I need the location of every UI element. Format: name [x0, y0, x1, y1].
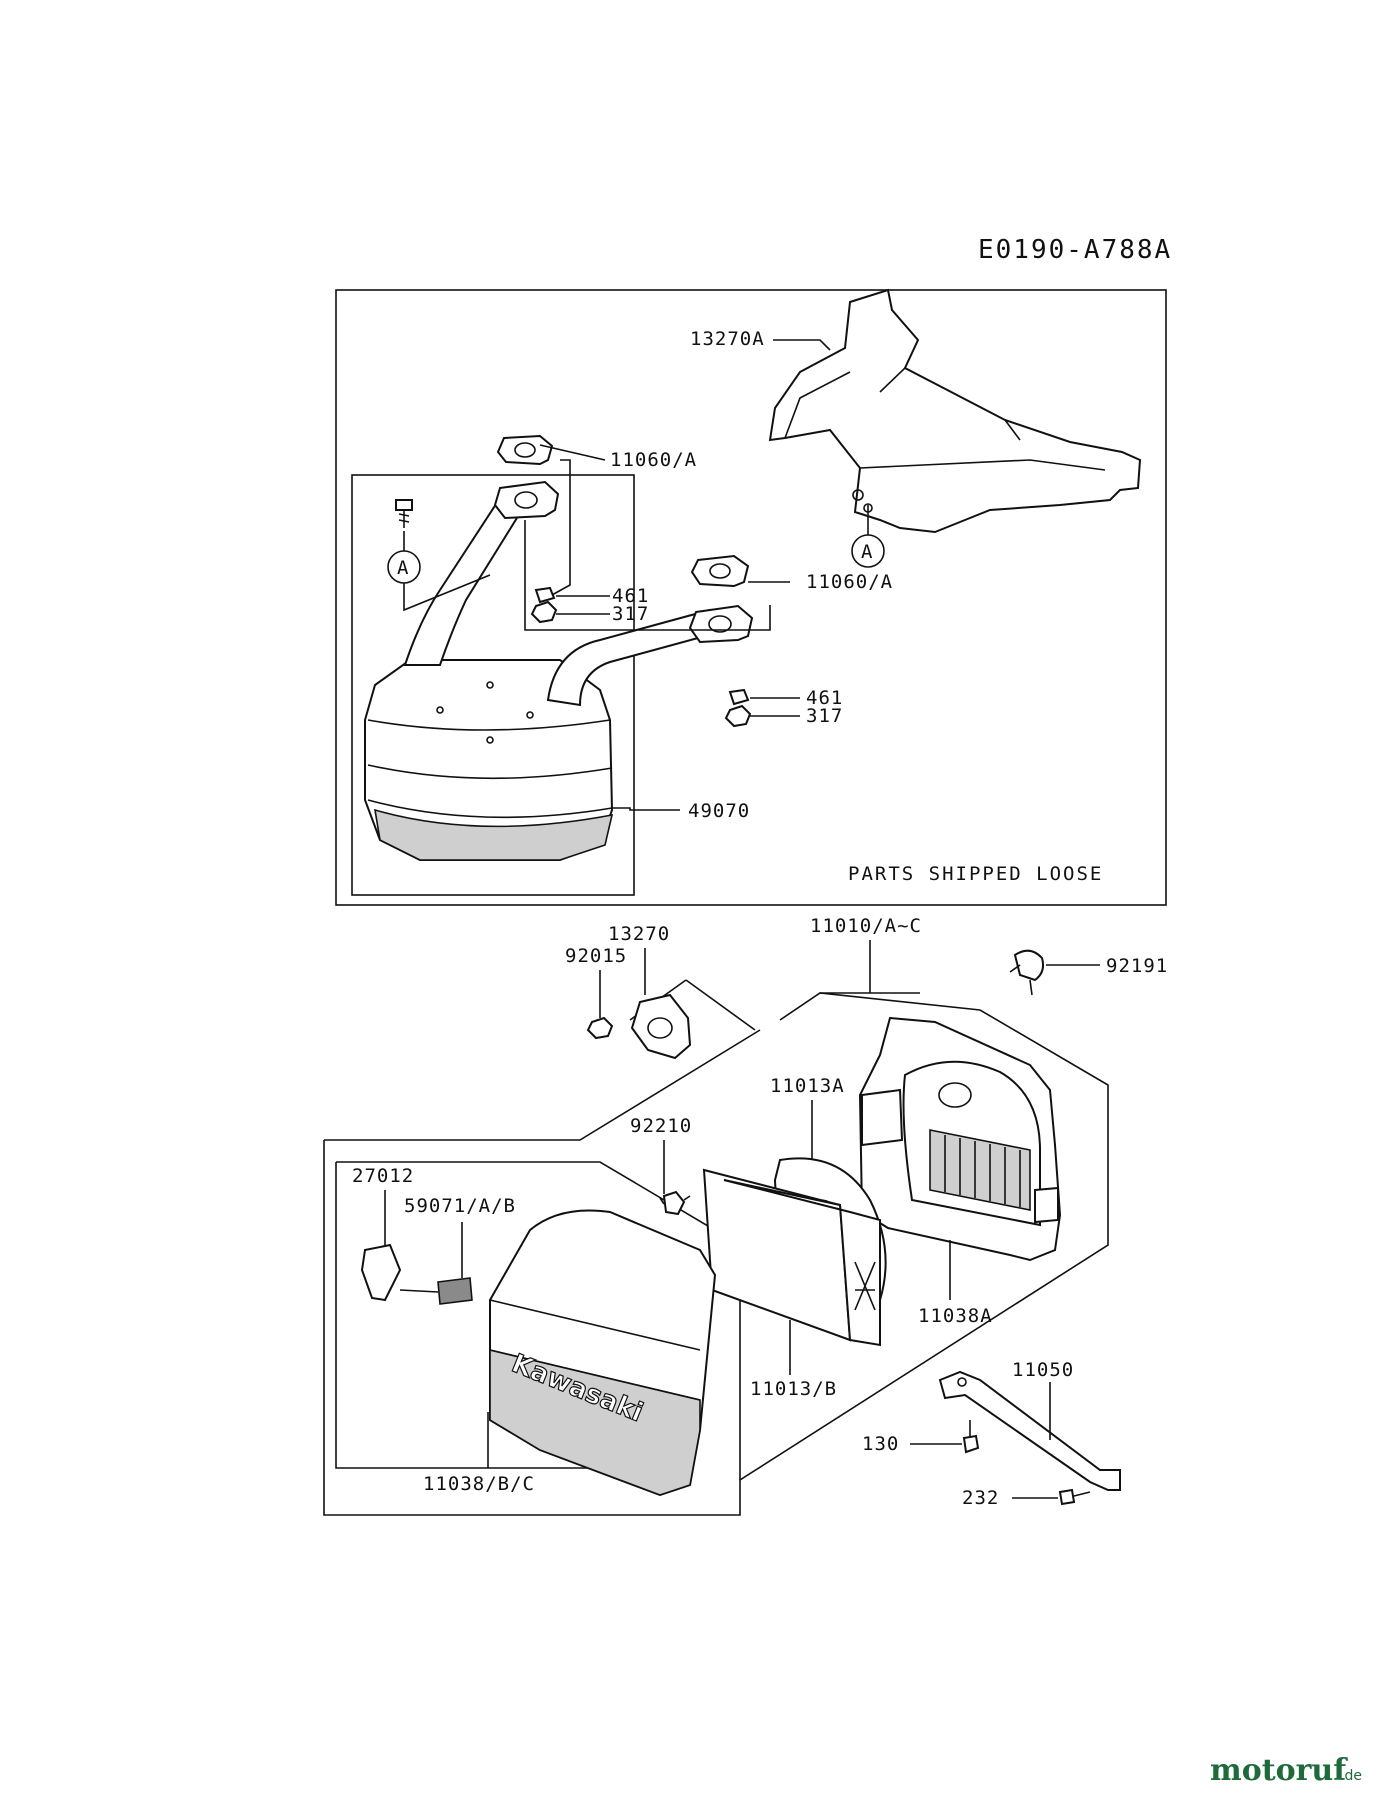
- nut-92015[interactable]: [586, 1016, 614, 1040]
- hinge-59071AB[interactable]: [399, 1277, 473, 1305]
- diagram-code: E0190-A788A: [978, 235, 1172, 265]
- label-317-1: 317: [612, 603, 649, 625]
- label-11050: 11050: [1012, 1359, 1074, 1381]
- svg-text:.de: .de: [1340, 1768, 1362, 1784]
- label-11013A: 11013A: [770, 1075, 845, 1097]
- bracket-11050[interactable]: [938, 1370, 1121, 1491]
- label-461-2: 461: [806, 687, 843, 709]
- parts-shipped-loose-note: PARTS SHIPPED LOOSE: [848, 863, 1103, 885]
- label-11038BC: 11038/B/C: [423, 1473, 535, 1495]
- air-filter-element-11013B[interactable]: [702, 1168, 881, 1347]
- reference-marker-a-left: A: [387, 531, 491, 612]
- label-232: 232: [962, 1487, 999, 1509]
- gasket-11060A-upper[interactable]: [496, 434, 554, 466]
- reference-marker-a-right: A: [851, 505, 885, 568]
- gasket-13270[interactable]: [630, 993, 692, 1060]
- air-cleaner-cover-11038BC[interactable]: Kawasaki: [489, 1209, 717, 1497]
- washer-461-lower[interactable]: [728, 688, 750, 706]
- latch-27012[interactable]: [360, 1243, 402, 1302]
- air-cleaner-base-11038A[interactable]: [858, 1016, 1062, 1262]
- svg-text:A: A: [397, 557, 409, 579]
- svg-text:motoruf: motoruf: [1210, 1753, 1348, 1788]
- label-11010: 11010/A~C: [810, 915, 922, 937]
- label-92191: 92191: [1106, 955, 1168, 977]
- watermark-logo: motoruf .de: [1210, 1753, 1362, 1788]
- label-92015: 92015: [565, 945, 627, 967]
- muffler-49070[interactable]: [364, 480, 754, 861]
- label-13270: 13270: [608, 923, 670, 945]
- gasket-11060A-lower[interactable]: [690, 554, 750, 588]
- label-11038A: 11038A: [918, 1305, 993, 1327]
- clip-92191[interactable]: [1009, 949, 1045, 996]
- nut-317-lower[interactable]: [724, 704, 752, 728]
- label-13270A: 13270A: [690, 328, 765, 350]
- label-130: 130: [862, 1433, 899, 1455]
- label-317-2: 317: [806, 705, 843, 727]
- label-49070: 49070: [688, 800, 750, 822]
- bolt-232[interactable]: [1058, 1488, 1091, 1506]
- svg-text:A: A: [861, 541, 873, 563]
- wing-nut-92210[interactable]: [659, 1190, 691, 1216]
- heat-shield-13270A[interactable]: [768, 288, 1142, 534]
- muffler-group-frame: [335, 289, 1167, 906]
- washer-461-upper[interactable]: [534, 586, 556, 604]
- label-11013B: 11013/B: [750, 1378, 837, 1400]
- label-11060A-1: 11060/A: [610, 449, 697, 471]
- label-27012: 27012: [352, 1165, 414, 1187]
- bolt-upper-left[interactable]: [395, 499, 413, 528]
- nut-317-upper[interactable]: [530, 600, 558, 624]
- label-59071: 59071/A/B: [404, 1195, 516, 1217]
- label-92210: 92210: [630, 1115, 692, 1137]
- screw-130[interactable]: [962, 1420, 980, 1454]
- label-11060A-2: 11060/A: [806, 571, 893, 593]
- muffler-subgroup-frame: [351, 474, 635, 896]
- label-461-1: 461: [612, 585, 649, 607]
